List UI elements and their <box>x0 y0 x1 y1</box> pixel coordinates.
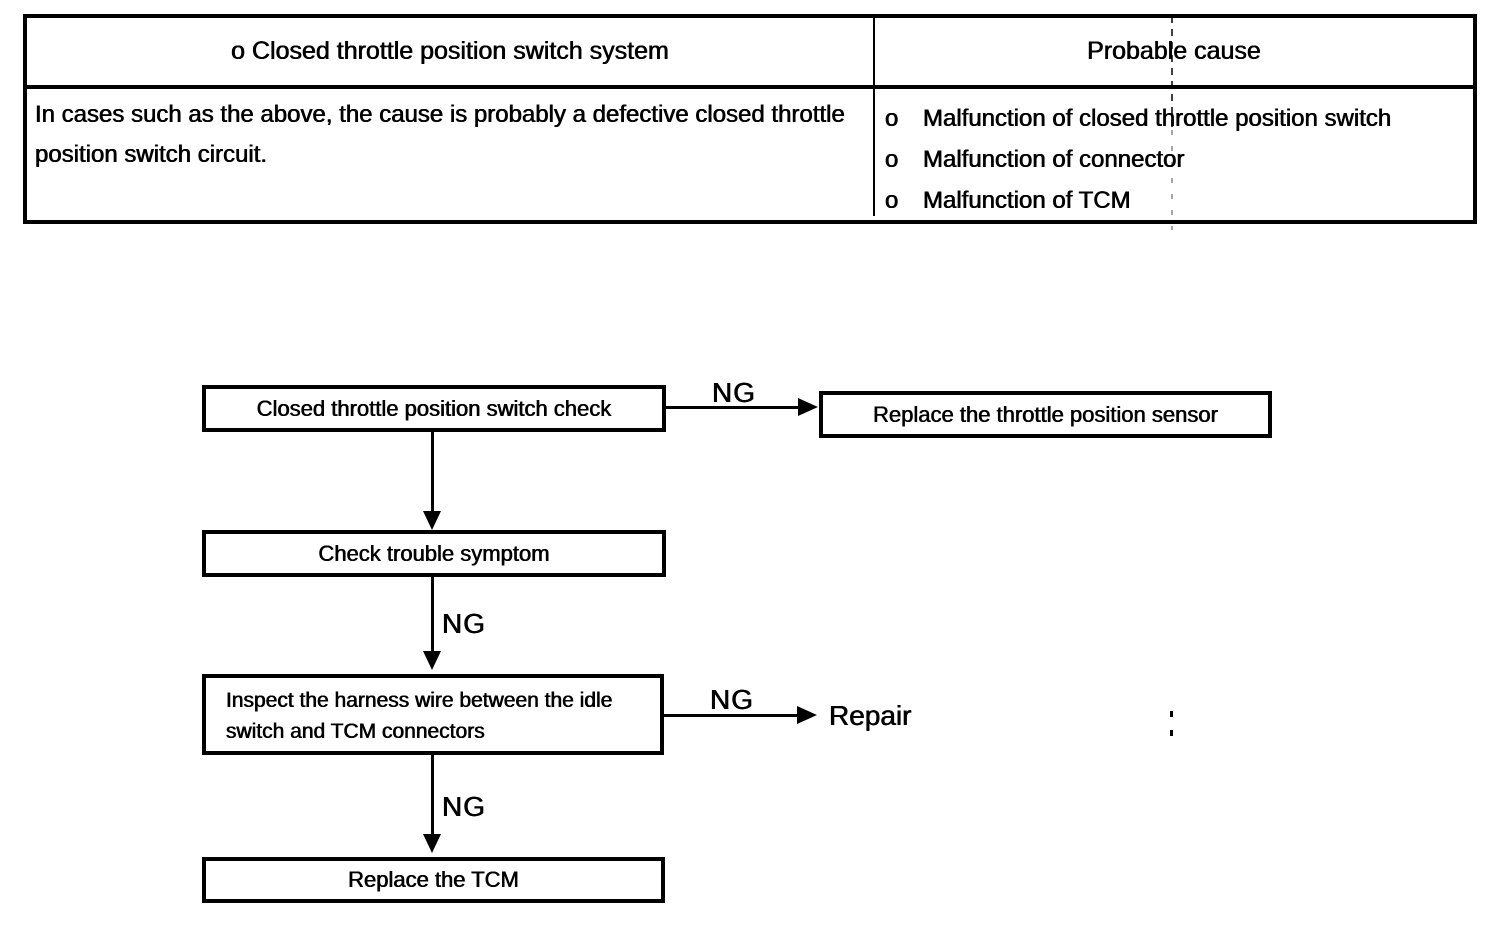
probable-cause-table: o Closed throttle position switch system… <box>23 14 1477 224</box>
flow-step-inspect-harness: Inspect the harness wire between the idl… <box>202 674 664 755</box>
flow-step-replace-sensor: Replace the throttle position sensor <box>819 391 1272 438</box>
cause-text: Malfunction of closed throttle position … <box>923 105 1392 132</box>
scan-artifact-dashed-line <box>1171 16 1173 128</box>
flow-step-repair: Repair <box>829 700 912 731</box>
arrowhead-right-icon <box>798 398 818 416</box>
list-item: o Malfunction of connector <box>885 139 1473 180</box>
ng-label-2: NG <box>442 608 486 639</box>
bullet-marker: o <box>885 105 899 132</box>
list-item: o Malfunction of closed throttle positio… <box>885 98 1473 139</box>
arrow-line-down2 <box>431 577 434 654</box>
ng-label-3: NG <box>710 684 754 715</box>
arrow-line-down3 <box>431 755 434 837</box>
system-header-cell: o Closed throttle position switch system <box>27 18 875 85</box>
probable-cause-header-cell: Probable cause <box>1087 37 1261 65</box>
arrow-line-ng2 <box>664 714 800 717</box>
probable-cause-list: o Malfunction of closed throttle positio… <box>875 89 1473 216</box>
scan-artifact-speck <box>1170 711 1173 717</box>
table-header-row: o Closed throttle position switch system… <box>27 18 1473 89</box>
symptom-description: In cases such as the above, the cause is… <box>27 89 875 216</box>
scan-artifact-dashed-line-faint <box>1171 130 1173 230</box>
bullet-marker: o <box>885 146 899 173</box>
ng-label-4: NG <box>442 791 486 822</box>
arrowhead-down-icon <box>423 651 441 670</box>
arrow-line-ng1 <box>666 406 801 409</box>
arrowhead-down-icon <box>423 511 441 530</box>
ng-label-1: NG <box>712 377 756 408</box>
flow-step-replace-tcm: Replace the TCM <box>202 857 665 903</box>
cause-text: Malfunction of TCM <box>923 187 1131 214</box>
arrowhead-right-icon <box>797 706 817 724</box>
scan-artifact-speck <box>1170 730 1173 736</box>
list-item: o Malfunction of TCM <box>885 180 1473 221</box>
arrowhead-down-icon <box>423 834 441 853</box>
cause-text: Malfunction of connector <box>923 146 1185 173</box>
arrow-line-down1 <box>431 432 434 514</box>
bullet-marker: o <box>885 187 899 214</box>
table-body-row: In cases such as the above, the cause is… <box>27 89 1473 216</box>
flow-step-check-symptom: Check trouble symptom <box>202 530 666 577</box>
flow-step-check-switch: Closed throttle position switch check <box>202 385 666 432</box>
